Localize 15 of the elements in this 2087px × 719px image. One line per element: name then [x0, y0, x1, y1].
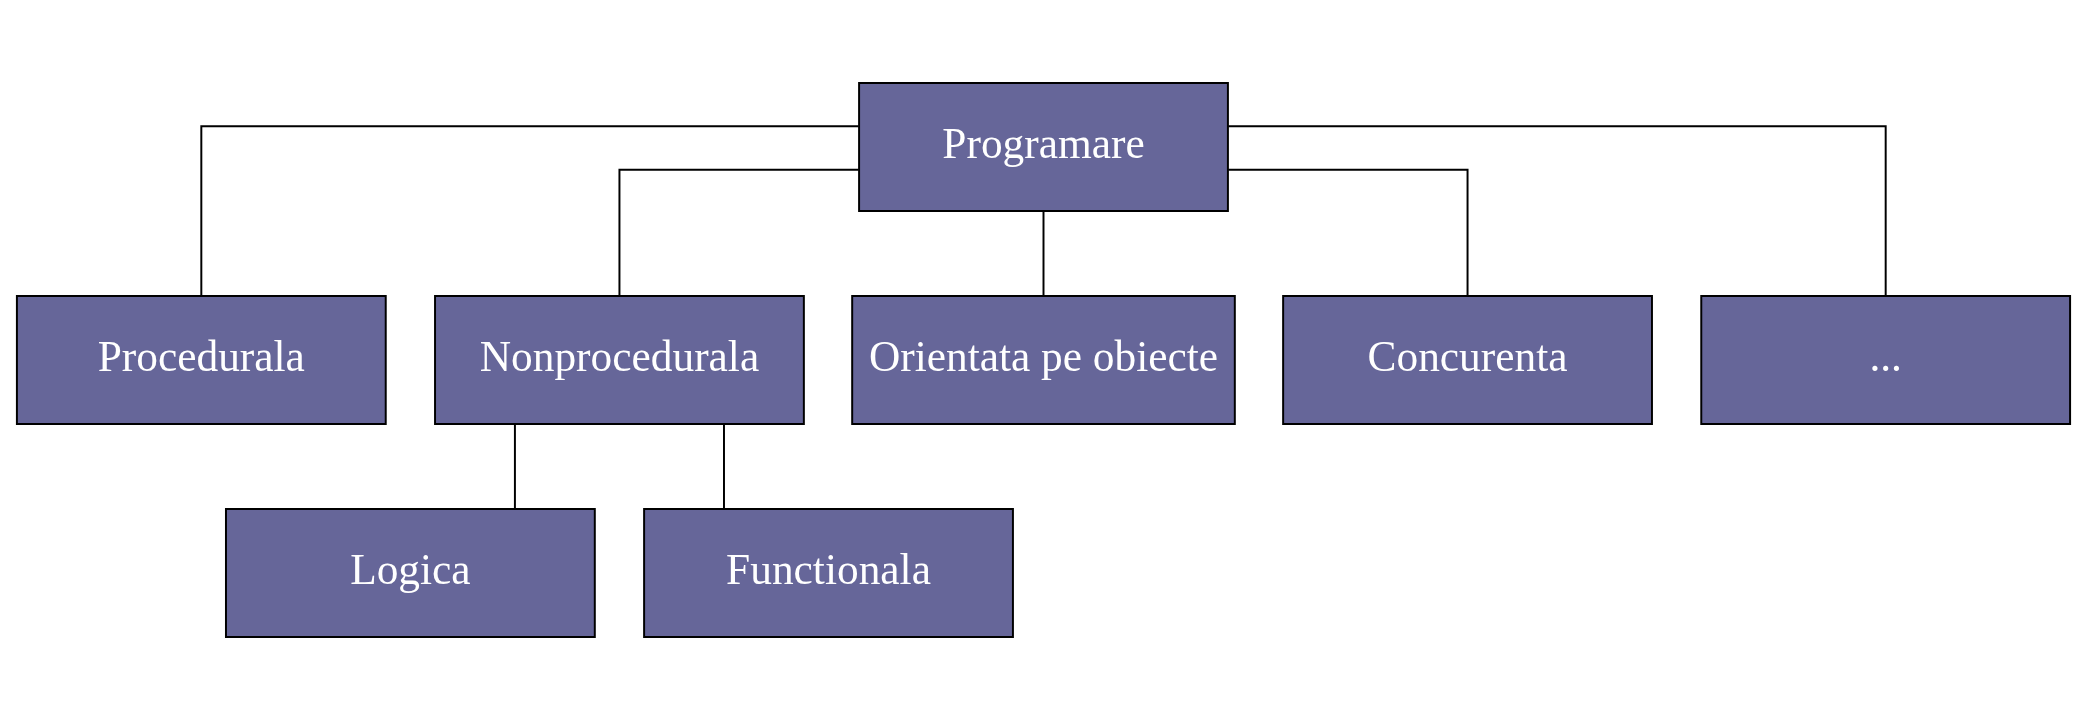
node-box: Nonprocedurala [434, 294, 805, 425]
node-box: Procedurala [15, 294, 387, 425]
connector [618, 168, 860, 297]
connector [723, 423, 725, 510]
connector [1042, 210, 1045, 297]
node-box: Programare [858, 81, 1229, 212]
node-box: ... [1700, 294, 2072, 425]
connector [200, 124, 860, 296]
connector [1227, 168, 1469, 297]
node-box: Concurenta [1282, 294, 1653, 425]
node-box: Functionala [643, 507, 1014, 638]
node-box: Orientata pe obiecte [851, 294, 1236, 425]
connector [1227, 124, 1887, 296]
connector [513, 423, 516, 510]
node-box: Logica [225, 507, 596, 638]
